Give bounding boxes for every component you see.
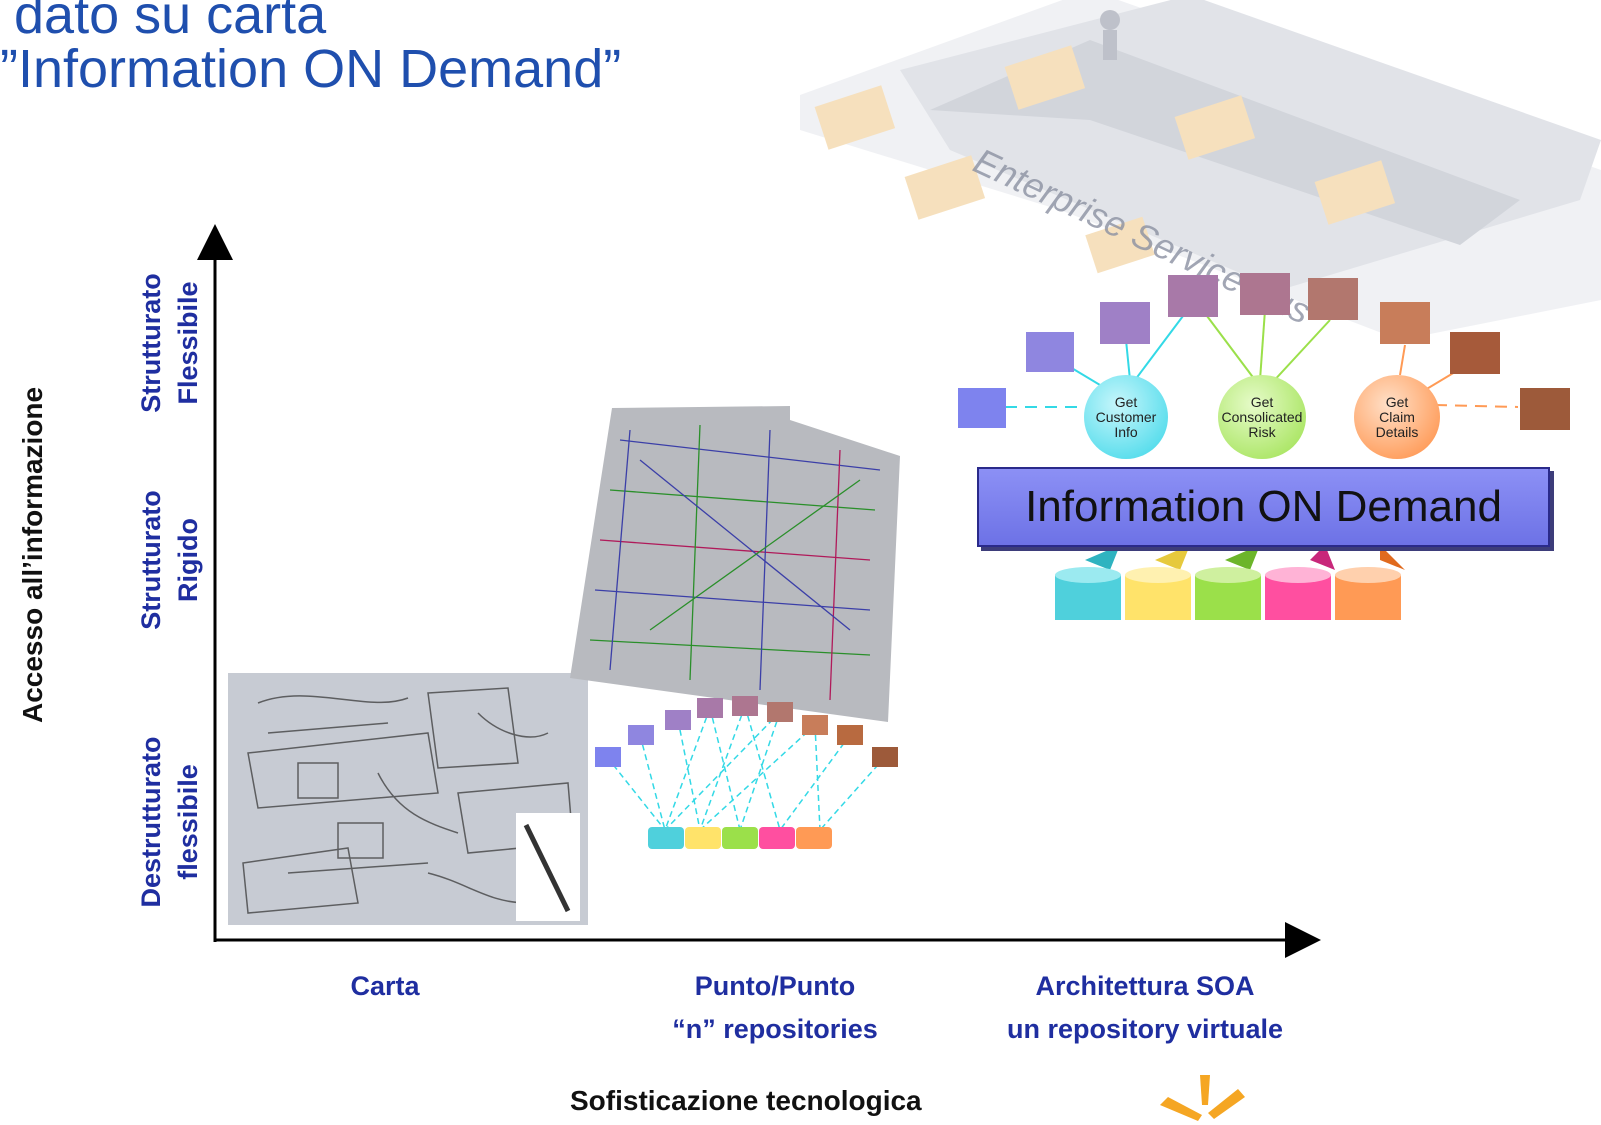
- soa-repositories: [1055, 545, 1405, 620]
- x-category-3-line1: Architettura SOA: [1035, 971, 1255, 1001]
- service-2-line2: Consolicated: [1221, 408, 1303, 425]
- soa-app-1: [958, 388, 1006, 428]
- y-axis-title: Accesso all’informazione: [17, 386, 48, 723]
- x-category-soa: Architettura SOA un repository virtuale: [980, 965, 1310, 1051]
- slide-title-line1: Il dato su carta: [0, 0, 327, 45]
- soa-app-5: [1240, 273, 1290, 315]
- service-get-consolicated-risk: Get Consolicated Risk: [1218, 375, 1306, 459]
- y-level-strutturato-flessibile: Strutturato Flessibile: [133, 243, 207, 443]
- y-level-1-line2: flessibile: [173, 764, 203, 880]
- point-to-point-connections: [595, 696, 898, 849]
- x-category-2-line1: Punto/Punto: [694, 971, 856, 1001]
- y-level-3-line1: Strutturato: [136, 273, 166, 413]
- y-level-2-line2: Rigido: [173, 518, 203, 602]
- p2p-app-6: [767, 702, 793, 722]
- information-on-demand-box: Information ON Demand: [977, 467, 1550, 547]
- x-category-carta: Carta: [285, 965, 485, 1008]
- y-level-3-line2: Flessibile: [173, 281, 203, 405]
- service-1-line3: Info: [1114, 423, 1138, 440]
- y-level-destrutturato: Destrutturato flessibile: [133, 722, 207, 922]
- slide-title-line2: ”Information ON Demand”: [0, 39, 622, 99]
- x-category-punto: Punto/Punto “n” repositories: [630, 965, 920, 1051]
- soa-app-4: [1168, 275, 1218, 317]
- soa-app-6: [1308, 278, 1358, 320]
- x-axis-title: Sofisticazione tecnologica: [570, 1085, 922, 1116]
- x-category-1-line1: Carta: [350, 971, 420, 1001]
- soa-app-2: [1026, 332, 1074, 372]
- point-to-point-diagram-image: [570, 406, 900, 722]
- y-level-strutturato-rigido: Strutturato Rigido: [133, 460, 207, 660]
- y-level-2-line1: Strutturato: [136, 490, 166, 630]
- p2p-app-7: [802, 715, 828, 735]
- x-category-2-line2: “n” repositories: [672, 1014, 878, 1044]
- service-3-line2: Claim: [1379, 408, 1415, 425]
- p2p-app-5: [732, 696, 758, 716]
- service-1-line2: Customer: [1095, 408, 1157, 425]
- soa-app-3: [1100, 302, 1150, 344]
- service-1-line1: Get: [1114, 393, 1138, 410]
- x-category-3-line2: un repository virtuale: [1006, 1014, 1284, 1044]
- service-2-line1: Get: [1250, 393, 1274, 410]
- p2p-app-8: [837, 725, 863, 745]
- soa-app-9: [1520, 388, 1570, 430]
- service-2-line3: Risk: [1248, 423, 1276, 440]
- p2p-app-2: [628, 725, 654, 745]
- service-get-claim-details: Get Claim Details: [1354, 375, 1440, 459]
- p2p-app-9: [872, 747, 898, 767]
- enterprise-service-bus-illustration: [800, 0, 1601, 340]
- y-level-1-line1: Destrutturato: [136, 736, 166, 908]
- service-3-line3: Details: [1375, 423, 1419, 440]
- paper-sketch-image: [228, 673, 588, 925]
- service-3-line1: Get: [1385, 393, 1409, 410]
- logo-star-icon: [1160, 1075, 1245, 1121]
- soa-app-8: [1450, 332, 1500, 374]
- soa-app-7: [1380, 302, 1430, 344]
- service-get-customer-info: Get Customer Info: [1084, 375, 1168, 459]
- p2p-repositories: [648, 827, 832, 849]
- p2p-app-1: [595, 747, 621, 767]
- p2p-app-3: [665, 710, 691, 730]
- p2p-app-4: [697, 698, 723, 718]
